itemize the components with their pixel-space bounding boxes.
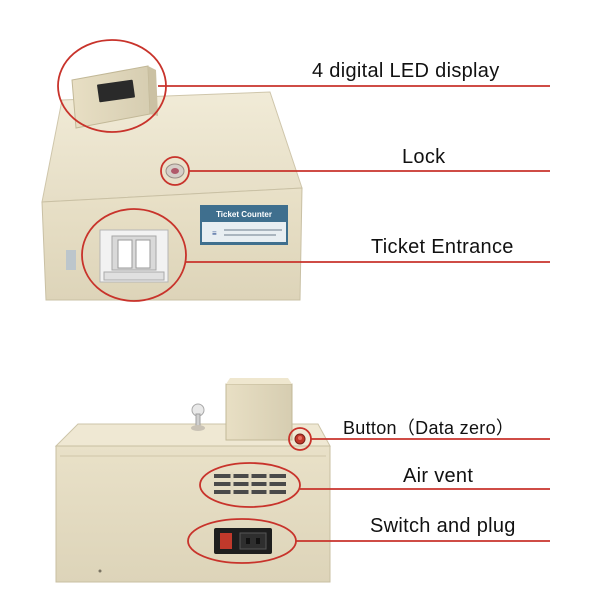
ticket-entrance-slot <box>99 229 169 283</box>
led-display-screen <box>97 79 135 103</box>
power-switch-icon <box>220 533 232 549</box>
plate-logo: ≡ <box>212 229 217 238</box>
label-lock: Lock <box>402 146 446 168</box>
callout-ring-vent <box>199 462 301 508</box>
lock-icon <box>165 163 185 179</box>
key-icon <box>191 403 205 431</box>
label-data-zero-button: Button（Data zero） <box>343 418 515 438</box>
ticket-counter-top-view: Ticket Counter ≡ <box>41 65 303 301</box>
data-zero-button <box>294 433 306 445</box>
air-vent-grille <box>214 472 286 496</box>
side-label <box>66 250 76 270</box>
rear-display-housing <box>225 378 293 441</box>
label-air-vent: Air vent <box>403 465 474 487</box>
led-display-housing <box>71 65 158 129</box>
label-switch-and-plug: Switch and plug <box>370 515 516 537</box>
rear-face <box>55 445 331 583</box>
power-socket-icon <box>239 532 267 550</box>
plate-title: Ticket Counter <box>216 210 272 219</box>
label-led-display: 4 digital LED display <box>312 60 500 82</box>
power-switch-and-plug <box>214 528 272 554</box>
name-plate: Ticket Counter ≡ <box>200 205 288 245</box>
label-ticket-entrance: Ticket Entrance <box>371 236 514 258</box>
callout-ring-entrance <box>81 208 187 302</box>
callouts <box>57 39 550 564</box>
